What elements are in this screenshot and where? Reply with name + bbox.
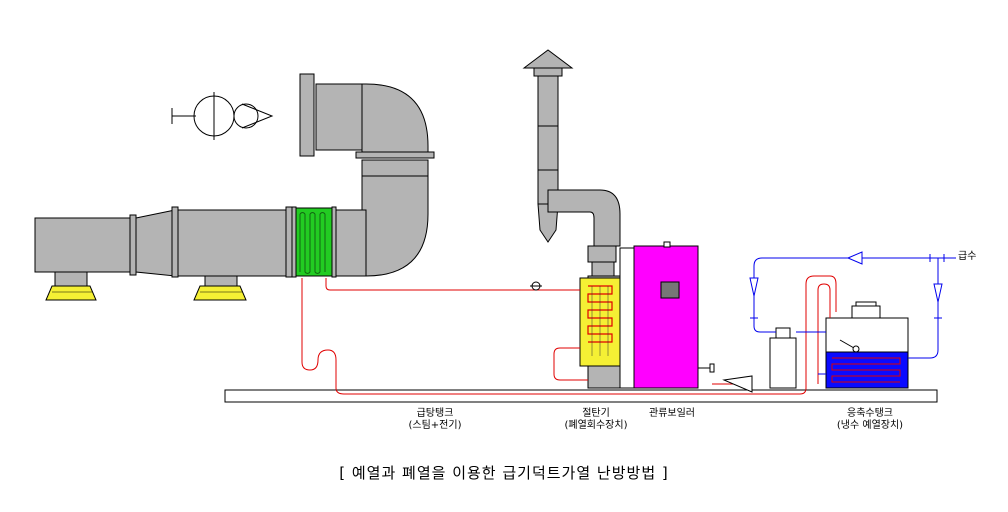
- label-supply-tank-line1: 급탕탱크: [416, 408, 454, 419]
- exhaust-chimney: [522, 49, 621, 277]
- economizer: [579, 275, 625, 389]
- label-economizer-line1: 절탄기: [582, 408, 610, 419]
- air-duct-unit: [34, 73, 435, 301]
- valve-economizer-inlet: [530, 281, 542, 291]
- label-storage-tank-line1: 응축수탱크: [847, 408, 893, 419]
- once-through-boiler: [619, 241, 715, 389]
- base-floor: [224, 389, 938, 403]
- storage-tank: [825, 301, 909, 389]
- fan-symbol: [171, 92, 274, 140]
- condensate-pump: [769, 327, 797, 389]
- label-supply-tank-line2: (스팀+전기): [408, 420, 462, 431]
- hot-water-pipes: [301, 275, 837, 395]
- heating-coil: [295, 207, 333, 277]
- cold-pipe-fittings: [749, 251, 945, 319]
- duct-support-left: [45, 271, 97, 301]
- label-storage-tank: 응축수탱크 (냉수 예열장치): [820, 408, 920, 432]
- diagram-caption: [ 예열과 폐열을 이용한 급기덕트가열 난방방법 ]: [339, 464, 669, 482]
- reducer: [722, 375, 753, 393]
- label-supply-tank: 급탕탱크 (스팀+전기): [390, 408, 480, 432]
- label-economizer: 절탄기 (폐열회수장치): [556, 408, 636, 432]
- label-storage-tank-line2: (냉수 예열장치): [836, 420, 904, 431]
- label-boiler: 관류보일러: [649, 408, 695, 419]
- label-supply-water: 급수: [958, 251, 977, 262]
- label-economizer-line2: (폐열회수장치): [564, 420, 628, 431]
